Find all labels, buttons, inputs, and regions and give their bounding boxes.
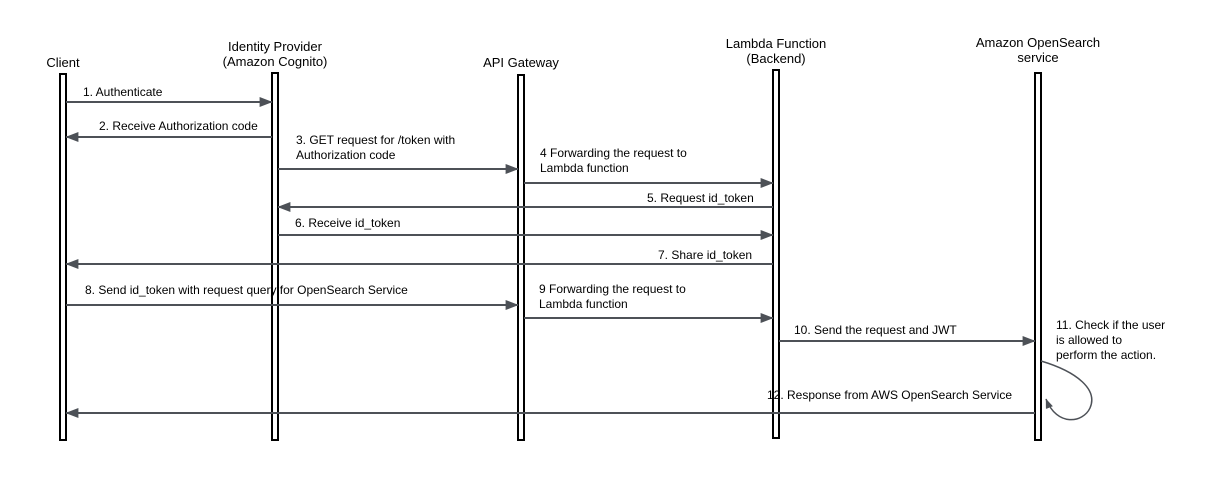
message-label-5: 5. Request id_token — [647, 191, 754, 205]
message-label-3: 3. GET request for /token with Authoriza… — [296, 133, 456, 162]
message-label-2: 2. Receive Authorization code — [99, 119, 258, 133]
lifeline-client — [59, 73, 67, 441]
actor-label-identity-provider: Identity Provider (Amazon Cognito) — [222, 39, 328, 69]
self-loop-arrow-11 — [1040, 360, 1093, 421]
message-label-4: 4 Forwarding the request to Lambda funct… — [540, 146, 687, 175]
message-label-6: 6. Receive id_token — [295, 216, 401, 230]
message-label-7: 7. Share id_token — [658, 248, 753, 262]
lifeline-opensearch — [1034, 72, 1042, 441]
message-label-8: 8. Send id_token with request query for … — [85, 283, 408, 297]
lifeline-api-gateway — [517, 74, 525, 441]
lifeline-lambda-function — [772, 69, 780, 439]
message-label-12: 12. Response from AWS OpenSearch Service — [767, 388, 1013, 402]
actor-label-client: Client — [46, 55, 80, 70]
actor-label-opensearch: Amazon OpenSearch service — [975, 35, 1101, 65]
actor-label-api-gateway: API Gateway — [483, 55, 559, 70]
message-label-10: 10. Send the request and JWT — [794, 323, 957, 337]
actor-label-lambda-function: Lambda Function (Backend) — [725, 36, 827, 66]
message-label-9: 9 Forwarding the request to Lambda funct… — [539, 282, 686, 311]
message-label-1: 1. Authenticate — [83, 85, 163, 99]
lifeline-identity-provider — [271, 72, 279, 441]
message-label-11: 11. Check if the user is allowed to perf… — [1056, 318, 1166, 362]
